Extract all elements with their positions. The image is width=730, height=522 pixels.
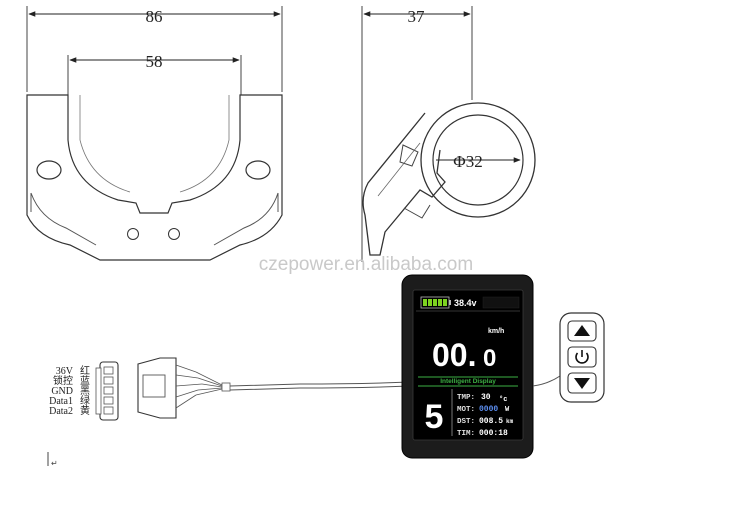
pin-signal-1: 36V xyxy=(56,366,74,377)
row-mot-label: MOT: xyxy=(457,406,475,414)
pin-color-4: 绿 xyxy=(80,394,90,407)
speed-unit: km/h xyxy=(488,328,504,335)
up-button[interactable] xyxy=(567,320,597,342)
speed-integer: 00. xyxy=(432,337,476,373)
main-cable xyxy=(229,381,411,387)
stray-return-mark: ↵ xyxy=(51,459,58,468)
pin-signal-5: Data2 xyxy=(49,406,73,417)
battery-icon xyxy=(423,299,447,306)
pin-color-2: 蓝 xyxy=(80,375,90,387)
down-button[interactable] xyxy=(567,372,597,394)
dim-label-inner-width: 58 xyxy=(146,52,163,71)
front-view-bracket: 86 58 xyxy=(26,6,283,261)
power-icon xyxy=(575,350,589,364)
clamp-arm xyxy=(362,112,446,256)
row-dst-unit: km xyxy=(506,418,514,425)
mount-hole-right xyxy=(245,160,271,180)
pin-color-1: 红 xyxy=(80,364,90,377)
pin-signal-2: 锁控 xyxy=(53,374,73,387)
mode-label: Intelligent Display xyxy=(440,378,496,385)
clamp-ring-outer xyxy=(420,102,536,218)
screw-hole-right xyxy=(168,228,180,240)
pin-color-3: 黑 xyxy=(80,385,90,397)
battery-voltage: 38.4v xyxy=(454,298,477,308)
lcd-screen xyxy=(412,289,524,441)
row-mot-unit: W xyxy=(505,406,510,414)
side-view-clamp: 37 Φ32 xyxy=(361,6,536,262)
row-tmp-value: 30 xyxy=(481,393,491,402)
watermark-text: czepower.en.alibaba.com xyxy=(259,254,473,275)
row-dst-label: DST: xyxy=(457,418,475,426)
row-dst-value: 008.5 xyxy=(479,417,503,426)
row-tim-label: TIM: xyxy=(457,430,475,438)
row-tmp-label: TMP: xyxy=(457,394,475,402)
pin-signal-3: GND xyxy=(51,386,73,397)
button-pad-cable xyxy=(532,375,561,387)
pin-signal-4: Data1 xyxy=(49,396,73,407)
dim-label-clamp-depth: 37 xyxy=(408,7,426,26)
row-tmp-unit: °c xyxy=(499,395,507,404)
assist-level: 5 xyxy=(425,398,444,436)
mount-hole-left xyxy=(36,160,62,180)
row-tim-value: 000:18 xyxy=(479,429,508,438)
arrow-down-icon xyxy=(574,378,590,389)
speed-decimal: 0 xyxy=(483,345,496,372)
dim-label-outer-width: 86 xyxy=(146,7,163,26)
bracket-outline xyxy=(26,94,283,261)
screw-hole-left xyxy=(127,228,139,240)
display-unit: 38.4v km/h 00. 0 Intelligent Display 5 T… xyxy=(401,274,534,459)
clamp-ring-inner xyxy=(432,114,524,206)
button-pad xyxy=(559,312,605,403)
arrow-up-icon xyxy=(574,325,590,336)
pin-color-5: 黄 xyxy=(80,404,90,417)
row-mot-value: 0000 xyxy=(479,405,498,414)
connector-diagram: 36V 红 锁控 蓝 GND 黑 Data1 绿 Data2 黄 xyxy=(49,357,411,421)
dim-label-bar-diameter: Φ32 xyxy=(453,152,482,171)
power-button[interactable] xyxy=(567,346,597,368)
